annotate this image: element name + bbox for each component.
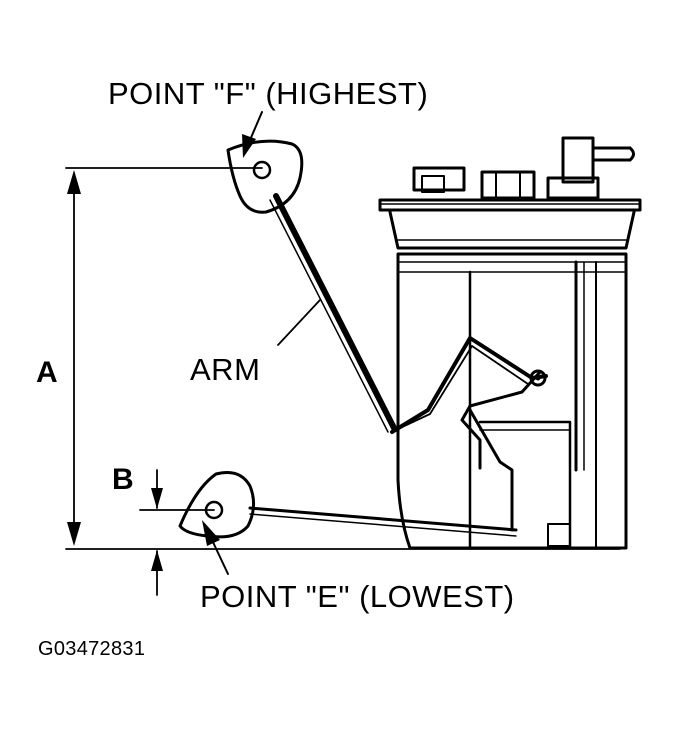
float-lowest [178, 471, 255, 539]
label-point-f: POINT "F" (HIGHEST) [108, 76, 428, 111]
leaders [202, 111, 321, 575]
label-point-e: POINT "E" (LOWEST) [200, 579, 515, 614]
label-dim-b: B [112, 463, 134, 496]
float-arm-lowest [178, 471, 518, 539]
float-highest [226, 139, 304, 214]
arrow-b-top-icon [151, 488, 163, 509]
dimension-b [139, 469, 215, 596]
arrow-a-bottom-icon [67, 522, 81, 546]
pivot-f-icon [252, 160, 272, 180]
arrow-a-top-icon [67, 170, 81, 194]
dimension-a [65, 167, 621, 550]
fuel-pump-assembly [378, 136, 642, 550]
arrow-b-bottom-icon [151, 550, 163, 571]
label-arm: ARM [190, 352, 260, 387]
float-arm-highest [226, 139, 397, 433]
arm-linkage-wire [390, 336, 548, 532]
label-dim-a: A [36, 356, 58, 389]
arrow-e-icon [202, 520, 220, 546]
arrow-f-icon [242, 134, 256, 158]
figure-code: G03472831 [38, 638, 145, 660]
